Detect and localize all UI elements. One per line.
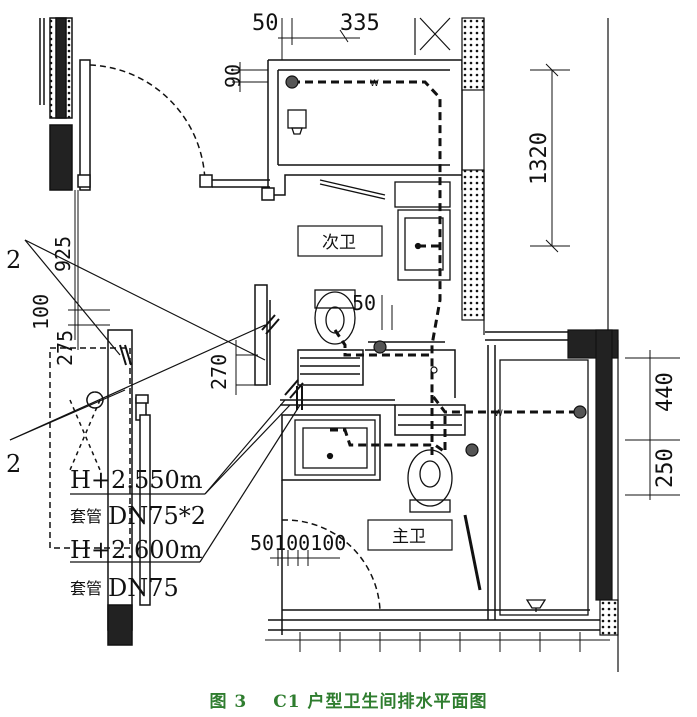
pipe-marker-upper: W xyxy=(370,79,379,89)
master-bath-sink xyxy=(294,419,376,476)
sleeve-size-2: DN75 xyxy=(108,574,179,602)
dim-275: 275 xyxy=(53,330,77,366)
dim-440: 440 xyxy=(653,372,678,412)
dim-335-top: 335 xyxy=(340,11,380,36)
sleeve-label-1: 套管 xyxy=(70,507,102,526)
dimension-lines xyxy=(68,18,680,652)
floor-plan-drawing: W W xyxy=(6,11,680,672)
sleeve-size-1: DN75*2 xyxy=(108,502,206,530)
secondary-bath-label: 次卫 xyxy=(322,233,356,253)
leader-number-lower: 2 xyxy=(6,450,21,478)
sleeve-pipes xyxy=(119,314,304,410)
floor-drains xyxy=(285,75,587,457)
figure-caption: 图 3 C1 户型卫生间排水平面图 xyxy=(0,686,697,712)
master-bath-shower xyxy=(463,359,589,616)
right-wall-lower xyxy=(567,329,619,672)
dim-50100100: 50100100 xyxy=(250,531,346,555)
sleeve-label-2: 套管 xyxy=(70,579,102,598)
dim-250: 250 xyxy=(653,448,678,488)
secondary-bath-label-box xyxy=(297,225,383,257)
elevation-note-1: H+2.550m xyxy=(70,466,203,494)
drain-pipes xyxy=(292,80,580,460)
dim-270: 270 xyxy=(207,354,231,390)
left-wall-top xyxy=(39,17,73,191)
dim-90: 90 xyxy=(221,64,245,88)
leader-number-upper: 2 xyxy=(6,246,21,274)
secondary-bath-shower-area xyxy=(287,109,451,208)
left-wall-lower xyxy=(49,329,151,646)
dim-925: 925 xyxy=(51,236,75,272)
partition-walls xyxy=(254,284,466,436)
dim-1320: 1320 xyxy=(527,132,552,185)
door-top-left xyxy=(77,59,270,191)
master-bath-toilet xyxy=(407,449,453,513)
dim-50-top: 50 xyxy=(252,11,279,36)
dim-100: 100 xyxy=(29,294,53,330)
right-wall-upper xyxy=(414,17,609,335)
master-bath-label-box xyxy=(367,519,453,551)
master-bath-walls xyxy=(268,331,610,635)
secondary-bath-toilet xyxy=(314,289,356,345)
pipe-marker-lower: W xyxy=(494,409,503,419)
elevation-note-2: H+2.600m xyxy=(70,536,203,564)
dim-50-mid: 50 xyxy=(352,291,376,315)
figure-title: C1 户型卫生间排水平面图 xyxy=(273,691,488,712)
figure-number: 图 3 xyxy=(209,691,248,712)
leader-lines xyxy=(9,239,301,563)
master-bath-label: 主卫 xyxy=(392,527,426,547)
